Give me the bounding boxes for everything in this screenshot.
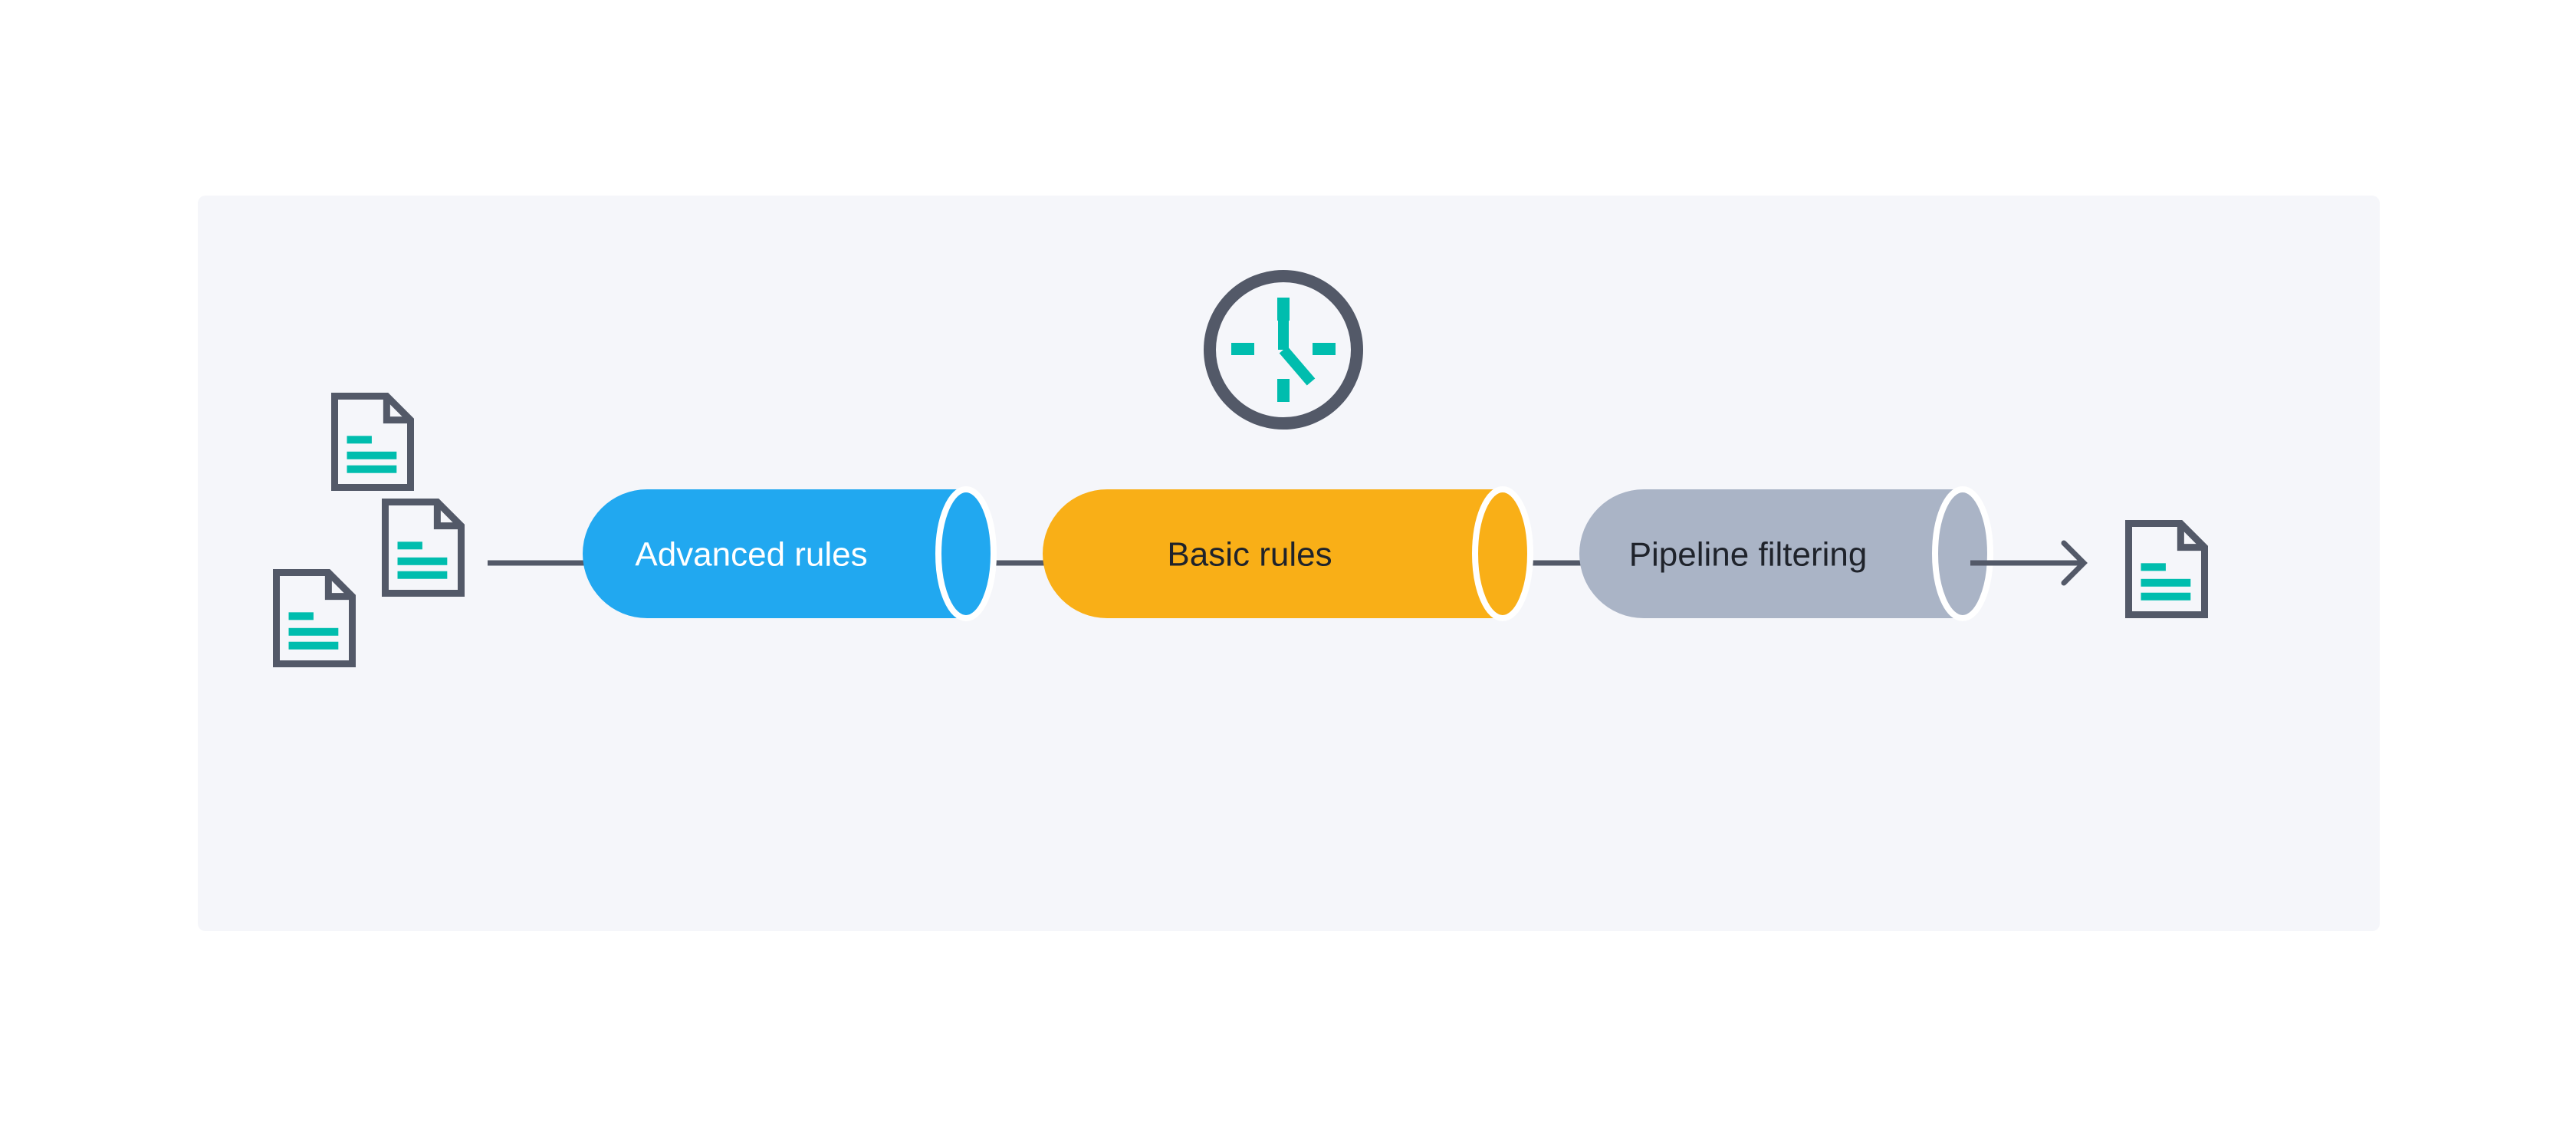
clock-tick-6 [1277, 379, 1290, 402]
document-fold-icon [433, 502, 462, 530]
document-line-1 [347, 436, 372, 444]
output-document [2125, 520, 2208, 618]
stage-body-advanced-rules [583, 489, 966, 618]
document-line-1 [397, 541, 422, 550]
document-page [2125, 520, 2208, 618]
input-document-middle [382, 499, 465, 597]
document-icons-group [273, 393, 2208, 667]
schedule-clock-icon [1204, 270, 1363, 430]
clock-ring [1204, 270, 1363, 430]
document-line-3 [397, 571, 448, 579]
arrow-head [2061, 540, 2088, 586]
stage-endcap-basic-rules [1472, 486, 1533, 621]
input-document-bottom [273, 569, 356, 667]
document-line-3 [288, 641, 339, 650]
stage-body-basic-rules [1043, 489, 1503, 618]
document-line-1 [288, 612, 314, 620]
stage-endcap-pipeline-filtering [1932, 486, 1993, 621]
document-line-2 [397, 557, 448, 565]
clock-tick-9 [1231, 343, 1254, 355]
stage-label-pipeline-filtering: Pipeline filtering [1629, 536, 1868, 574]
document-page [273, 569, 356, 667]
hour-hand [1279, 346, 1316, 386]
stage-endcap-advanced-rules [935, 486, 997, 621]
input-document-top [331, 393, 414, 491]
document-line-2 [2141, 578, 2191, 587]
document-line-3 [2141, 592, 2191, 601]
document-line-3 [347, 465, 397, 473]
pipeline-stage-pipeline-filtering[interactable]: Pipeline filtering [1579, 486, 1993, 621]
document-page [331, 393, 414, 491]
stage-label-advanced-rules: Advanced rules [635, 536, 867, 574]
document-fold-icon [324, 572, 353, 601]
document-fold-icon [2177, 523, 2205, 551]
stage-body-pipeline-filtering [1579, 489, 1963, 618]
clock-tick-3 [1313, 343, 1336, 355]
output-arrow [1970, 540, 2088, 586]
document-page [382, 499, 465, 597]
pipeline-stages-group: Advanced rules Basic rules Pipeline filter… [583, 486, 1993, 621]
pipeline-stage-basic-rules[interactable]: Basic rules [1043, 486, 1533, 621]
document-line-2 [288, 627, 339, 636]
document-line-1 [2141, 563, 2166, 571]
stage-label-basic-rules: Basic rules [1167, 536, 1332, 574]
document-fold-icon [383, 396, 411, 424]
pipeline-stage-advanced-rules[interactable]: Advanced rules [583, 486, 997, 621]
document-line-2 [347, 451, 397, 459]
